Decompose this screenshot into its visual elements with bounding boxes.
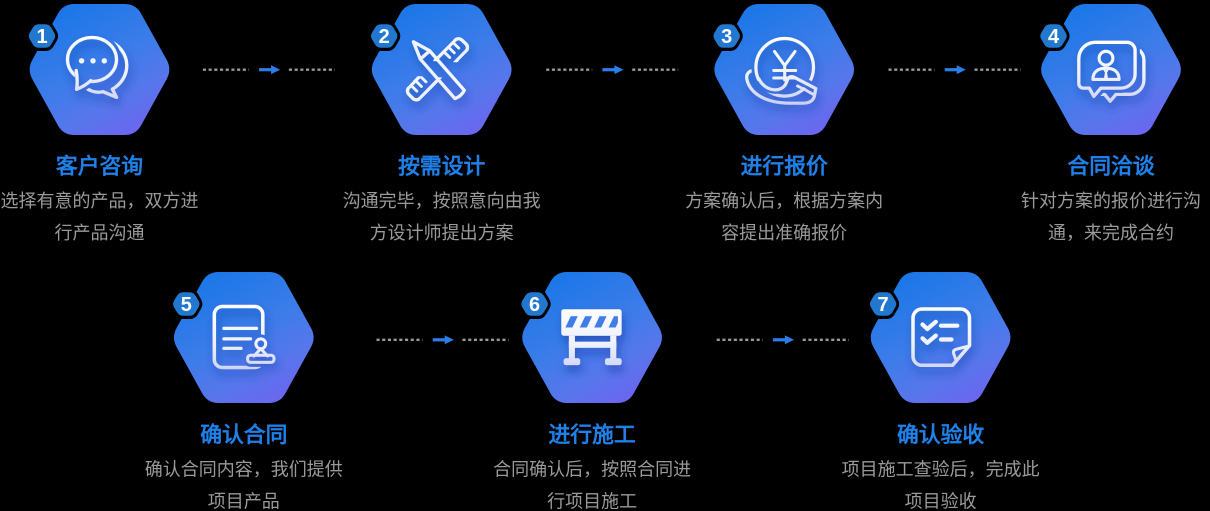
svg-text:按需设计: 按需设计 (398, 154, 485, 179)
svg-text:3: 3 (721, 26, 732, 48)
svg-text:2: 2 (379, 26, 390, 48)
svg-text:客户咨询: 客户咨询 (56, 154, 143, 179)
svg-text:合同确认后，按照合同进: 合同确认后，按照合同进 (493, 459, 691, 479)
svg-text:进行施工: 进行施工 (548, 422, 635, 447)
svg-text:容提出准确报价: 容提出准确报价 (721, 223, 847, 243)
svg-text:通，来完成合约: 通，来完成合约 (1048, 223, 1174, 243)
svg-text:6: 6 (529, 294, 540, 316)
svg-text:5: 5 (181, 294, 192, 316)
svg-text:方案确认后，根据方案内: 方案确认后，根据方案内 (685, 191, 883, 211)
svg-text:项目验收: 项目验收 (905, 492, 977, 511)
svg-text:沟通完毕，按照意向由我: 沟通完毕，按照意向由我 (343, 191, 541, 211)
svg-text:确认合同: 确认合同 (200, 422, 287, 447)
svg-text:合同洽谈: 合同洽谈 (1067, 154, 1154, 179)
svg-text:确认合同内容，我们提供: 确认合同内容，我们提供 (145, 459, 343, 479)
svg-text:行项目施工: 行项目施工 (547, 492, 637, 511)
svg-text:确认验收: 确认验收 (897, 422, 984, 447)
svg-text:7: 7 (878, 294, 889, 316)
svg-text:1: 1 (36, 26, 47, 48)
svg-text:项目施工查验后，完成此: 项目施工查验后，完成此 (842, 459, 1040, 479)
svg-text:进行报价: 进行报价 (741, 154, 828, 179)
svg-text:方设计师提出方案: 方设计师提出方案 (370, 223, 514, 243)
svg-text:项目产品: 项目产品 (208, 492, 280, 511)
svg-text:针对方案的报价进行沟: 针对方案的报价进行沟 (1021, 191, 1201, 211)
svg-text:选择有意的产品，双方进: 选择有意的产品，双方进 (1, 191, 199, 211)
svg-text:4: 4 (1048, 26, 1060, 48)
svg-text:行产品沟通: 行产品沟通 (55, 223, 145, 243)
